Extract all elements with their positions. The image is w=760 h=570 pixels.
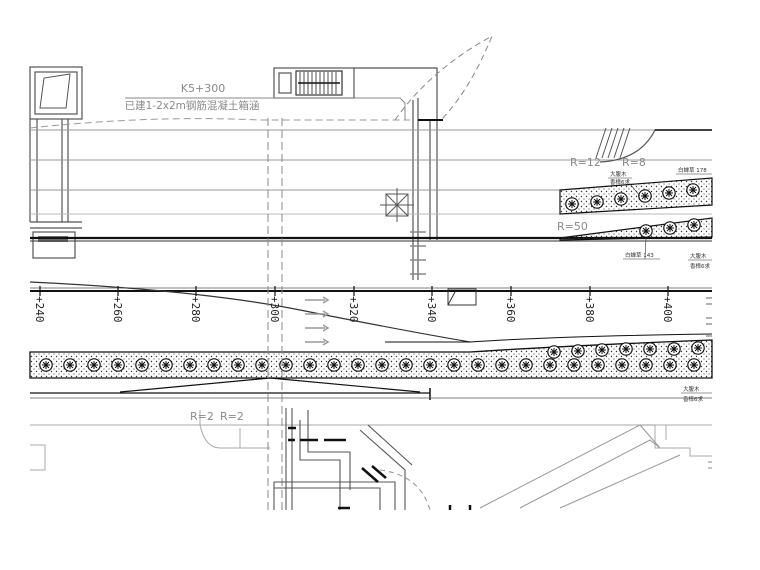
chainage-240: +240 — [33, 296, 46, 323]
chainage-380: +380 — [583, 296, 596, 323]
chainage-ticks — [39, 286, 669, 296]
crosswalk-hatch — [595, 127, 631, 159]
alignment-curve-upper — [29, 281, 471, 343]
tree-label-upper-left-b: 香樟6求 — [610, 178, 630, 186]
ramp-lines — [479, 424, 681, 509]
centreline — [30, 287, 712, 292]
door-swing-arc — [394, 34, 493, 121]
marker-box — [447, 288, 477, 306]
radius-label-r2-right: R=2 — [220, 410, 244, 423]
chainage-340: +340 — [425, 296, 438, 323]
right-edge-ticks — [706, 297, 712, 337]
tree-label-lower-right-a: 大腹木 — [690, 252, 707, 260]
lower-alignment — [30, 377, 712, 400]
right-edge-dash — [708, 461, 712, 469]
structure-top-middle — [273, 67, 443, 280]
chainage-320: +320 — [347, 296, 360, 323]
chainage-300: +300 — [268, 296, 281, 323]
flow-arrows-upper — [410, 231, 426, 275]
median-strip — [29, 333, 713, 379]
flow-arrows-middle — [305, 296, 330, 346]
dashed-boundary-curve — [29, 118, 410, 129]
chainage-360: +360 — [504, 296, 517, 323]
radius-label-r12: R=12 — [570, 156, 601, 169]
culvert-note-label: 已建1-2x2m钢筋混凝土箱涵 — [125, 99, 260, 112]
culvert-annotation: K5+300 已建1-2x2m钢筋混凝土箱涵 — [125, 82, 406, 120]
culvert-dashed-lines — [267, 118, 283, 510]
chainage-260: +260 — [111, 296, 124, 323]
lower-structure — [273, 408, 431, 511]
upper-road-lines — [30, 129, 712, 215]
lower-structure-bars — [288, 426, 472, 510]
tree-label-lower-left: 白蝉草 143 — [625, 251, 654, 259]
chainage-400: +400 — [661, 296, 674, 323]
radius-label-r2-left: R=2 — [190, 410, 214, 423]
tree-label-lower-right-b: 香樟6求 — [690, 262, 710, 270]
survey-marker — [380, 188, 414, 222]
lower-road-lines — [30, 410, 712, 471]
right-curb-curve — [599, 129, 712, 163]
building-top-left — [29, 66, 83, 259]
planting-island-upper — [559, 177, 713, 215]
culvert-station-label: K5+300 — [181, 82, 225, 95]
radius-label-r8: R=8 — [622, 156, 646, 169]
tree-label-median-right-b: 香樟6求 — [683, 395, 703, 403]
tree-callouts: 大腹木 香樟6求 白蝉草 178 白蝉草 143 大腹木 香樟6求 大腹木 香樟… — [608, 166, 712, 403]
radius-label-r50: R=50 — [557, 220, 588, 233]
chainage-labels: +240 +260 +280 +300 +320 +340 +360 +380 … — [33, 296, 674, 323]
tree-label-median-right-a: 大腹木 — [683, 385, 700, 393]
planting-island-lower — [559, 217, 713, 241]
tree-label-upper-right: 白蝉草 178 — [678, 166, 707, 174]
tree-label-upper-left-a: 大腹木 — [610, 170, 627, 178]
chainage-280: +280 — [189, 296, 202, 323]
